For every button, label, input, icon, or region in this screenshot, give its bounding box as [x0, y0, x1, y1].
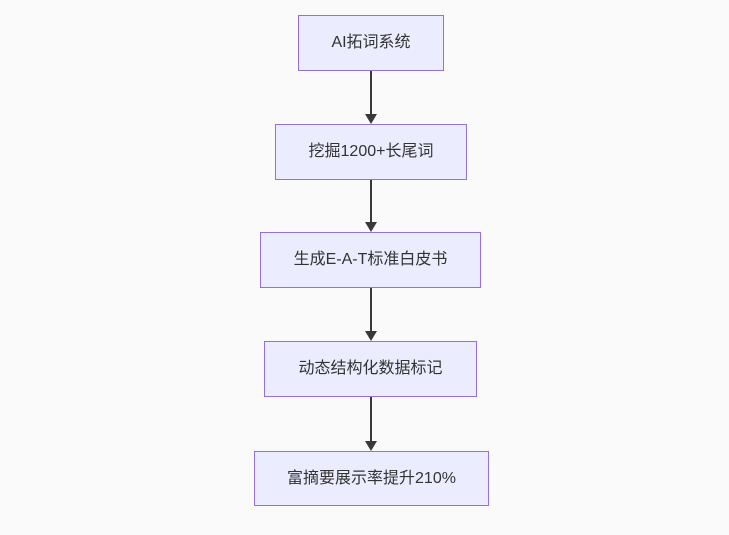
flow-arrow [364, 288, 378, 341]
arrowhead-down-icon [365, 441, 377, 451]
flow-arrow [364, 180, 378, 232]
flow-node-label: 动态结构化数据标记 [298, 360, 443, 378]
flow-node-label: 富摘要展示率提升210% [287, 469, 456, 487]
arrowhead-down-icon [365, 114, 377, 124]
flow-node-mine-longtail-keywords: 挖掘1200+长尾词 [275, 124, 467, 180]
flow-node-label: AI拓词系统 [331, 34, 411, 52]
arrowhead-down-icon [365, 331, 377, 341]
arrow-line [370, 397, 372, 441]
flow-node-ai-keyword-system: AI拓词系统 [298, 15, 444, 71]
flow-node-generate-eat-whitepaper: 生成E-A-T标准白皮书 [260, 232, 481, 288]
arrow-line [370, 180, 372, 222]
flow-node-dynamic-structured-data: 动态结构化数据标记 [264, 341, 477, 397]
flow-node-rich-snippet-increase: 富摘要展示率提升210% [254, 451, 489, 506]
flow-arrow [364, 397, 378, 451]
flow-arrow [364, 71, 378, 124]
arrow-line [370, 288, 372, 331]
arrow-line [370, 71, 372, 114]
flow-node-label: 生成E-A-T标准白皮书 [293, 251, 448, 269]
arrowhead-down-icon [365, 222, 377, 232]
flow-node-label: 挖掘1200+长尾词 [308, 143, 434, 161]
